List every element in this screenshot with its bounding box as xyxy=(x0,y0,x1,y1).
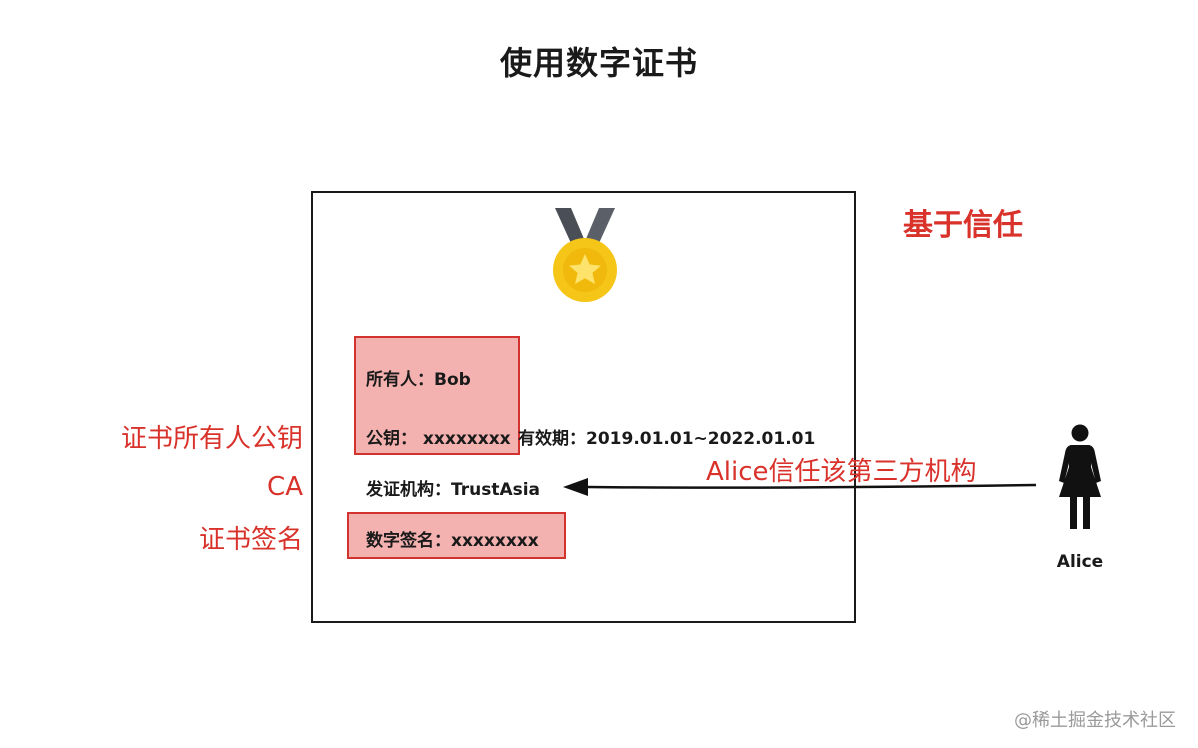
trust-label: 基于信任 xyxy=(903,208,1023,243)
person-name: Alice xyxy=(1056,552,1104,572)
signature-highlight-box xyxy=(347,512,566,559)
trust-arrow xyxy=(563,478,1037,496)
owner-public-key-label: 证书所有人公钥 xyxy=(120,424,303,454)
medal-icon xyxy=(553,208,617,302)
arrow-label: Alice信任该第三方机构 xyxy=(706,457,977,487)
arrow-line xyxy=(587,483,1037,489)
diagram-title: 使用数字证书 xyxy=(499,44,698,82)
owner-field: 所有人：Bob xyxy=(366,370,471,390)
arrow-head-icon xyxy=(563,478,588,496)
issuer-field: 发证机构：TrustAsia xyxy=(366,480,541,500)
public-key-field: 公钥： xxxxxxxx xyxy=(366,429,511,449)
signature-field: 数字签名：xxxxxxxx xyxy=(366,531,539,551)
validity-field: 有效期：2019.01.01~2022.01.01 xyxy=(518,429,816,449)
certificate-signature-label: 证书签名 xyxy=(198,525,303,555)
woman-person-icon xyxy=(1059,424,1101,529)
ca-label: CA xyxy=(267,472,303,502)
owner-highlight-box xyxy=(354,336,520,455)
watermark: @稀土掘金技术社区 xyxy=(1014,710,1176,731)
